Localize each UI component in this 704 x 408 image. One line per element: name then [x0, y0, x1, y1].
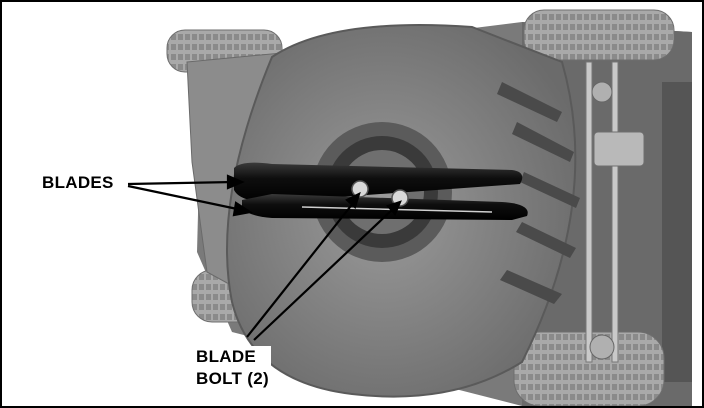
rear-axle-assembly: [585, 61, 645, 363]
bolt-icon: [351, 180, 369, 198]
blade-bolt-callout-line2: BOLT (2): [196, 369, 269, 388]
blades-leader-lines: [127, 174, 253, 217]
bolt-icon: [391, 189, 409, 207]
wheel-icon: [523, 9, 675, 61]
blade-bolt-callout: BLADE BOLT (2): [194, 346, 271, 390]
blade-bolt-callout-line1: BLADE: [196, 347, 257, 366]
mower-blade-icon: [234, 162, 523, 202]
blades-callout: BLADES: [40, 172, 116, 194]
bolt-leader-lines: [246, 191, 402, 341]
